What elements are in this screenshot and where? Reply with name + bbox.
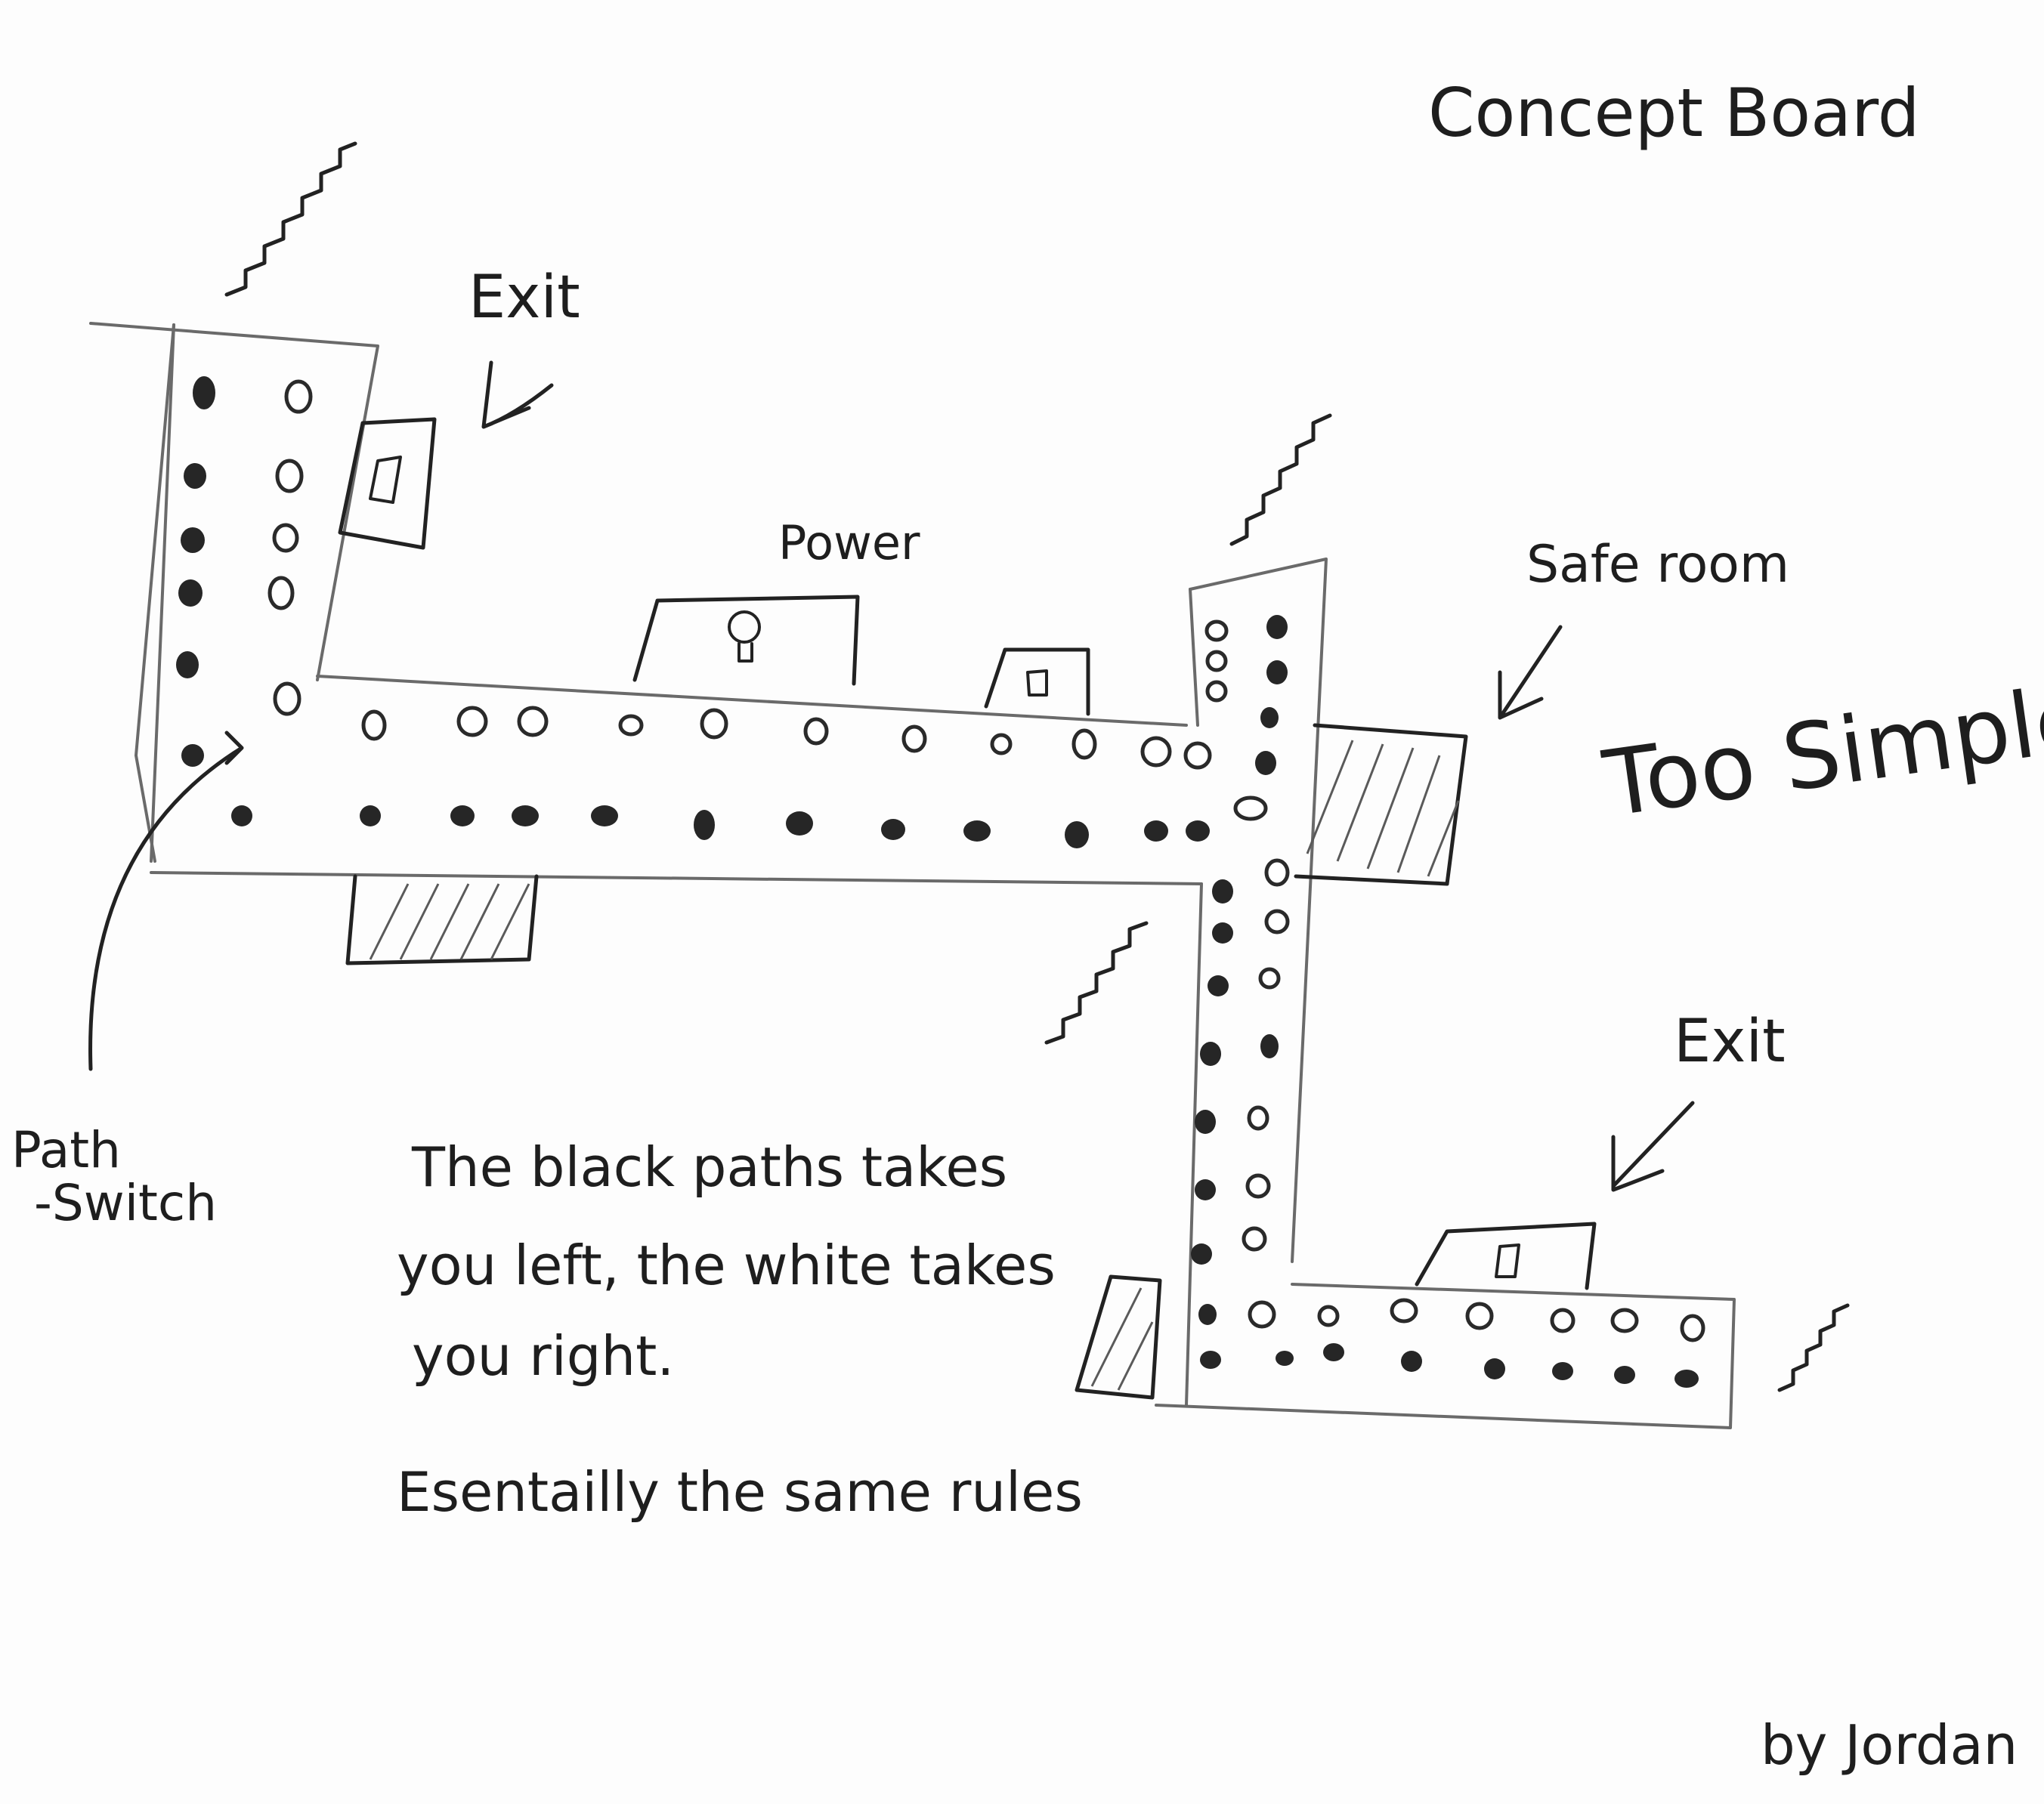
safe-room-label: Safe room <box>1526 535 1789 595</box>
horizontal-corridor <box>150 675 1203 885</box>
stairs-middle <box>1044 921 1149 1045</box>
note-line-3: you right. <box>412 1324 674 1388</box>
exit-bottom-arrow <box>1611 1101 1695 1192</box>
path-switch-label-line1: Path <box>11 1121 121 1179</box>
path-switch-arrow <box>88 731 244 1071</box>
safe-room <box>1294 723 1468 886</box>
bottom-corridor <box>1155 1283 1736 1429</box>
stairs-top-right <box>1229 413 1332 546</box>
board-title: Concept Board <box>1428 74 1920 152</box>
right-corridor <box>1185 558 1328 1407</box>
note-line-4: Esentailly the same rules <box>397 1460 1083 1524</box>
note-line-1: The black paths takes <box>411 1135 1007 1199</box>
verdict-label: Too Simple <box>1597 666 2044 838</box>
small-door-middle <box>984 647 1090 716</box>
exit-door-top <box>338 417 437 550</box>
hatched-block-bottom <box>1075 1274 1162 1400</box>
left-corridor <box>89 322 379 863</box>
hatched-block-left <box>345 874 539 965</box>
exit-door-bottom <box>1415 1222 1597 1290</box>
note-line-2: you left, the white takes <box>397 1234 1056 1297</box>
exit-top-arrow <box>481 360 554 429</box>
path-dots <box>176 376 1705 1388</box>
exit-bottom-label: Exit <box>1674 1008 1786 1076</box>
safe-room-arrow <box>1498 625 1563 720</box>
lightbulb-icon <box>728 610 761 663</box>
power-label: Power <box>778 515 920 570</box>
path-switch-label-line2: -Switch <box>34 1174 217 1232</box>
stairs-top-left <box>224 141 357 297</box>
power-room <box>632 595 860 686</box>
author-signature: by Jordan <box>1761 1713 2018 1777</box>
stairs-bottom-right <box>1777 1303 1850 1392</box>
exit-top-label: Exit <box>468 264 580 332</box>
